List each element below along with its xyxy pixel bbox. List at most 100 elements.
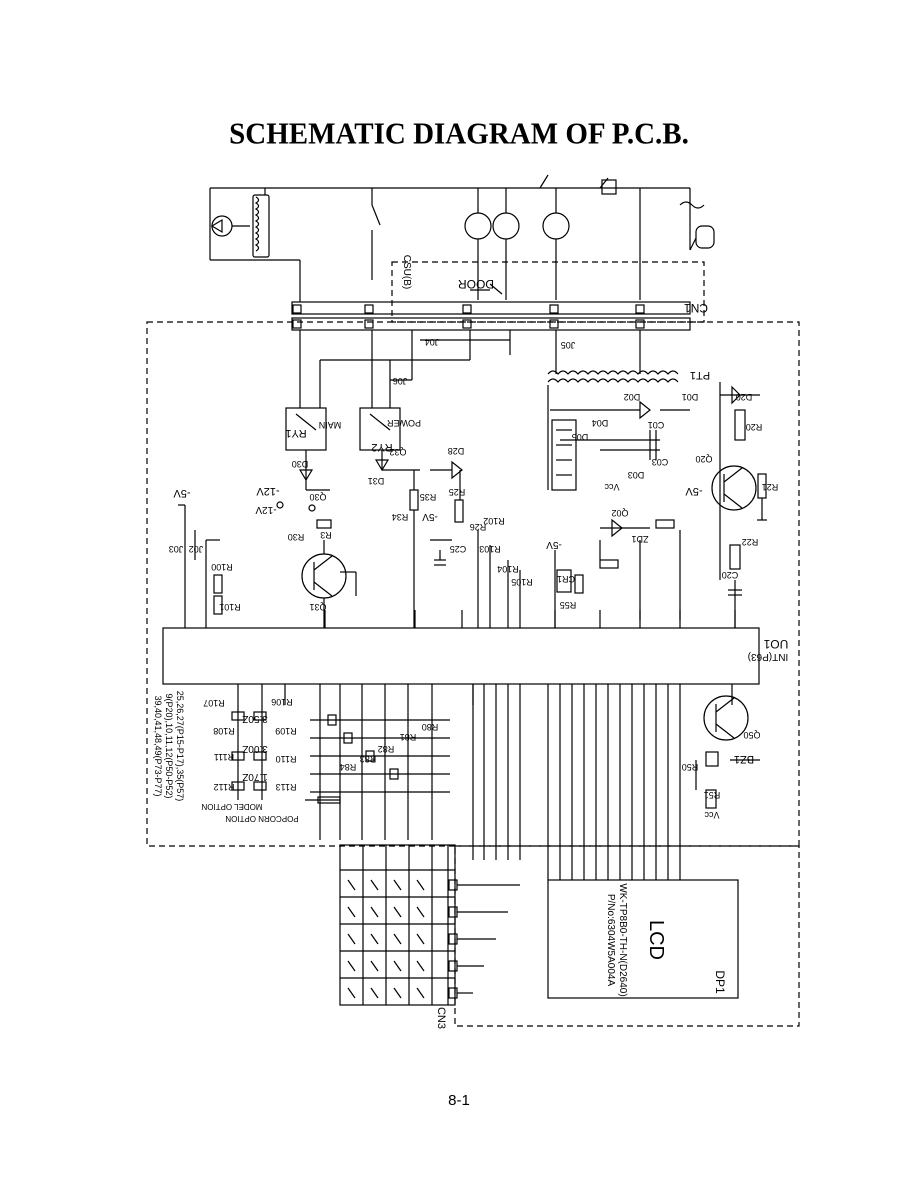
label-lcd-part2: P/No:6304W5A004A — [605, 894, 616, 987]
power-supply — [547, 330, 767, 628]
label-r105: R105 — [511, 577, 533, 587]
label-r55: R55 — [560, 600, 577, 610]
label-r100: R100 — [211, 562, 233, 572]
label-j04: J04 — [425, 337, 440, 347]
label-r3: R3 — [320, 530, 332, 540]
label-r102: R102 — [483, 516, 505, 526]
label-r22: R22 — [742, 537, 759, 547]
label-v2: 3.00Z — [242, 743, 268, 754]
label-v3: 1.70Z — [242, 771, 268, 782]
label-neg5v-a: -5V — [173, 487, 191, 499]
label-r113: R113 — [276, 782, 297, 792]
label-r35: R35 — [420, 492, 437, 502]
relay-section — [276, 330, 511, 628]
label-ry2: RY2 — [371, 441, 392, 453]
label-d20: D20 — [736, 392, 753, 402]
label-r106: R106 — [271, 697, 293, 707]
label-neg12v-b: -12V — [255, 504, 276, 515]
lcd-bus — [472, 684, 760, 880]
label-neg5v-c: -5V — [546, 539, 562, 550]
label-pins-1: 25,26,27(P15-P17),35(P57) — [175, 691, 185, 802]
power-section — [209, 174, 715, 300]
label-r26: R26 — [470, 522, 487, 532]
label-r20: R20 — [746, 422, 763, 432]
label-r103: R103 — [479, 544, 501, 554]
label-d05: D05 — [572, 432, 589, 442]
label-d28: D28 — [448, 446, 465, 456]
label-d02: D02 — [624, 392, 641, 402]
label-j02: J02 — [189, 544, 204, 554]
label-main: MAIN — [319, 420, 342, 430]
label-r50: R50 — [682, 762, 699, 772]
label-vcc-b: Vcc — [704, 810, 720, 820]
key-wiring — [231, 705, 450, 840]
label-r51: R51 — [704, 790, 721, 800]
label-r101: R101 — [219, 602, 241, 612]
label-model-option: MODEL OPTION — [201, 802, 262, 811]
label-q31: Q31 — [309, 602, 326, 612]
label-r84: R84 — [340, 762, 357, 772]
label-v1: 3.50Z — [242, 713, 268, 724]
label-cn1: CN1 — [684, 301, 708, 315]
label-lcd-part1: WK-TP8B0-TH-N(D2640) — [617, 883, 628, 996]
label-neg5v-b: -5V — [422, 511, 438, 522]
label-pt1: PT1 — [690, 369, 710, 381]
label-lcd: LCD — [645, 920, 667, 960]
label-j06: J06 — [393, 376, 408, 386]
label-q20: Q20 — [695, 454, 712, 464]
label-r110: R110 — [276, 754, 297, 764]
label-r34: R34 — [392, 512, 409, 522]
label-j03: J03 — [169, 544, 184, 554]
microcontroller-uo1 — [162, 504, 760, 705]
label-r80: R80 — [422, 722, 439, 732]
label-ry1: RY1 — [285, 427, 306, 439]
label-r82: R82 — [378, 744, 395, 754]
label-neg5v-d: -5V — [685, 485, 703, 497]
label-r83: R83 — [360, 754, 377, 764]
label-csu: CSU(B) — [401, 255, 412, 289]
label-dp1: DP1 — [713, 970, 727, 994]
label-door: DOOR — [458, 277, 494, 291]
label-r112: R112 — [214, 782, 235, 792]
label-c03: C03 — [652, 457, 669, 467]
label-d31: D31 — [368, 476, 385, 486]
label-cn3: CN3 — [435, 1007, 447, 1029]
page-title: SCHEMATIC DIAGRAM OF P.C.B. — [229, 117, 689, 151]
label-r107: R107 — [203, 698, 225, 708]
page-number: 8-1 — [448, 1092, 470, 1109]
label-zd1: ZD1 — [631, 534, 648, 544]
label-pins-2: 9(P20),10,11,12(P50-P52) — [164, 694, 174, 799]
label-c20: C20 — [722, 570, 739, 580]
lcd-display-box — [547, 879, 739, 999]
label-r111: R111 — [214, 752, 234, 762]
key-matrix-table — [339, 844, 520, 1006]
label-c01: C01 — [648, 420, 665, 430]
label-r30: R30 — [288, 532, 305, 542]
label-neg12v-a: -12V — [256, 485, 280, 497]
label-d03: D03 — [628, 470, 645, 480]
label-popcorn-option: POPCORN OPTION — [225, 814, 299, 823]
label-q30: Q30 — [309, 492, 326, 502]
label-vcc-a: Vcc — [604, 482, 620, 492]
cn1-connector — [291, 260, 691, 331]
label-r108: R108 — [213, 726, 235, 736]
label-q50: Q50 — [743, 730, 760, 740]
label-j05: J05 — [561, 340, 576, 350]
label-c25: C25 — [450, 544, 467, 554]
label-d30: D30 — [292, 459, 309, 469]
label-d01: D01 — [682, 392, 699, 402]
label-q02: Q02 — [611, 508, 628, 518]
label-q32: Q32 — [389, 447, 406, 457]
label-r21: R21 — [762, 482, 779, 492]
label-r25: R25 — [449, 487, 466, 497]
label-uo1: UO1 — [763, 637, 788, 651]
label-bz1: BZ1 — [734, 753, 754, 765]
label-cr1: CR1 — [557, 574, 575, 584]
label-r104: R104 — [497, 564, 519, 574]
label-r81: R81 — [400, 732, 417, 742]
label-power: POWER — [387, 418, 422, 428]
label-pins-3: 39,40,41,48,49(P73-P77) — [153, 695, 163, 796]
label-intp: INT(P63) — [748, 651, 789, 662]
label-d04: D04 — [592, 418, 609, 428]
